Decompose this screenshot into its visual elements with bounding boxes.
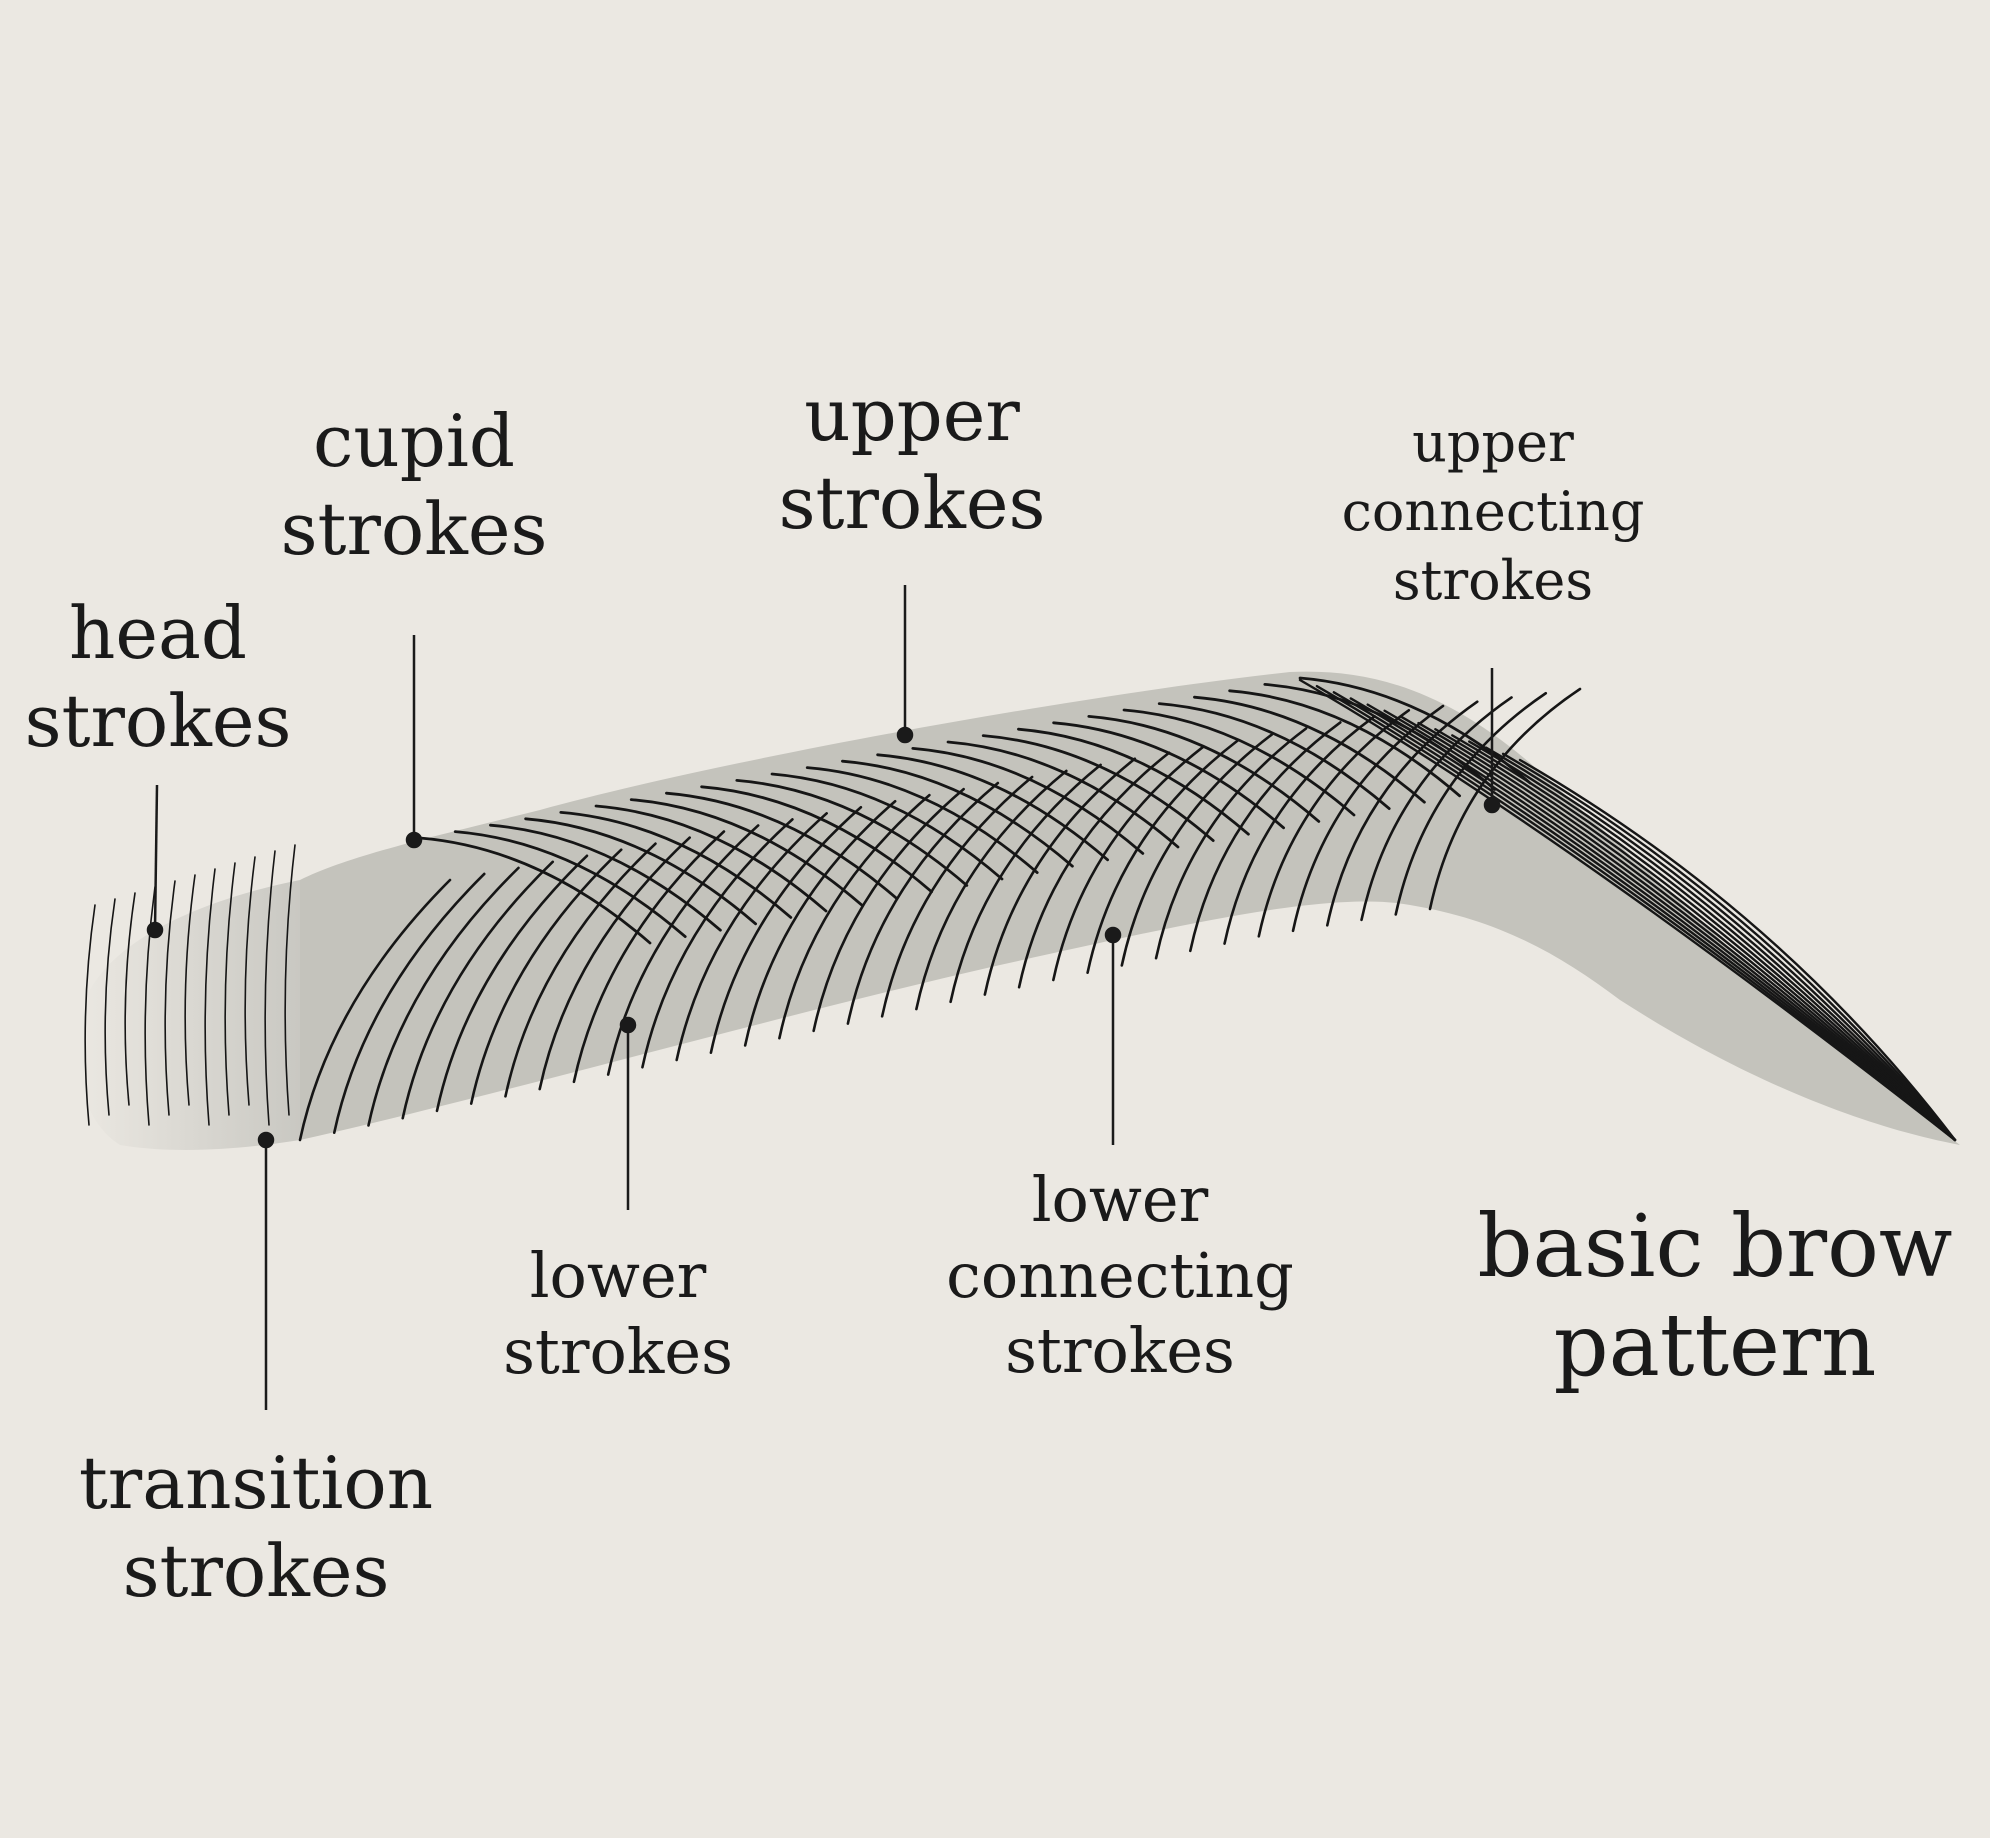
lower-leader-dot [621,1018,635,1032]
upper-connecting-leader-dot [1485,798,1499,812]
lower-connecting-leader-dot [1106,928,1120,942]
transition-leader-dot [259,1133,273,1147]
cupid-leader-dot [407,833,421,847]
head-leader-dot [148,923,162,937]
upper-leader-dot [898,728,912,742]
head-leader-line [155,785,157,930]
